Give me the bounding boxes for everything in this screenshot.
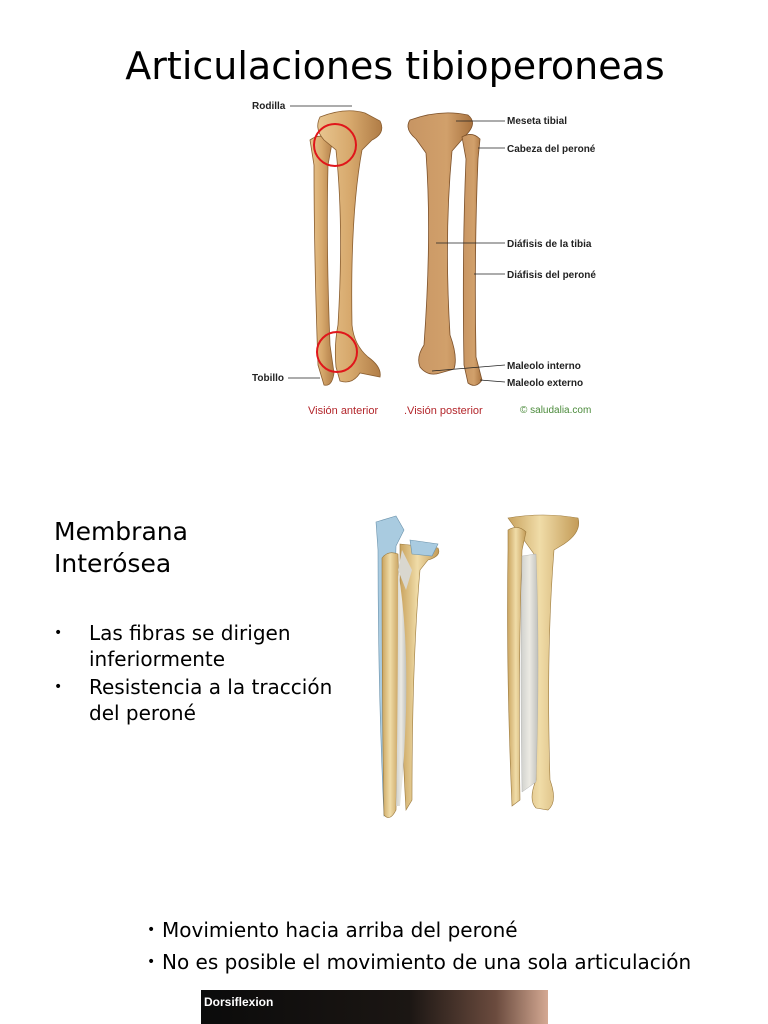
label-rodilla: Rodilla (252, 101, 286, 112)
dorsiflexion-photo: Dorsiflexion (201, 990, 548, 1024)
label-diafisis-perone: Diáfisis del peroné (507, 270, 596, 281)
bullet-marker: • (147, 922, 156, 938)
bottom-bullet-list: • Movimiento hacia arriba del peroné • No … (145, 914, 768, 978)
specimen-left (375, 515, 440, 818)
label-meseta-tibial: Meseta tibial (507, 116, 567, 127)
list-item: • No es posible el movimiento de una sola… (145, 946, 768, 978)
bullet-marker: • (54, 679, 63, 695)
label-cabeza-perone: Cabeza del peroné (507, 144, 596, 155)
interosseous-membrane-figure (375, 514, 579, 818)
specimen-right (507, 514, 579, 811)
bullet-text: Movimiento hacia arriba del peroné (162, 918, 518, 942)
section-heading: Membrana Interósea (54, 517, 188, 578)
highlight-circle-knee (313, 123, 357, 167)
list-item: • Movimiento hacia arriba del peroné (145, 914, 768, 946)
caption-anterior: Visión anterior (308, 405, 378, 417)
list-item: • Resistencia a la tracción del peroné (54, 674, 344, 726)
bullet-marker: • (147, 954, 156, 970)
fibula-posterior (461, 134, 483, 386)
tibia-fibula-figure: Rodilla Tobillo Meseta tibial Cabeza del… (252, 101, 596, 417)
fibula-anterior (309, 135, 335, 386)
photo-label: Dorsiflexion (204, 995, 274, 1009)
highlight-circle-ankle (316, 331, 358, 373)
label-tobillo: Tobillo (252, 373, 284, 384)
caption-posterior: .Visión posterior (404, 405, 483, 417)
tibia-anterior (317, 110, 383, 383)
list-item: • Las fibras se dirigen inferiormente (54, 620, 344, 672)
label-diafisis-tibia: Diáfisis de la tibia (507, 239, 592, 250)
tibia-posterior (407, 112, 473, 375)
credit-saludalia: © saludalia.com (520, 405, 591, 416)
bullet-text: Resistencia a la tracción del peroné (89, 675, 333, 725)
slide-title: Articulaciones tibioperoneas (125, 44, 665, 88)
label-maleolo-interno: Maleolo interno (507, 361, 581, 372)
section-bullet-list: • Las fibras se dirigen inferiormente • Re… (54, 620, 344, 728)
label-maleolo-externo: Maleolo externo (507, 378, 583, 389)
bullet-text: Las fibras se dirigen inferiormente (89, 621, 291, 671)
bullet-marker: • (54, 625, 63, 641)
bullet-text: No es posible el movimiento de una sola … (162, 950, 692, 974)
